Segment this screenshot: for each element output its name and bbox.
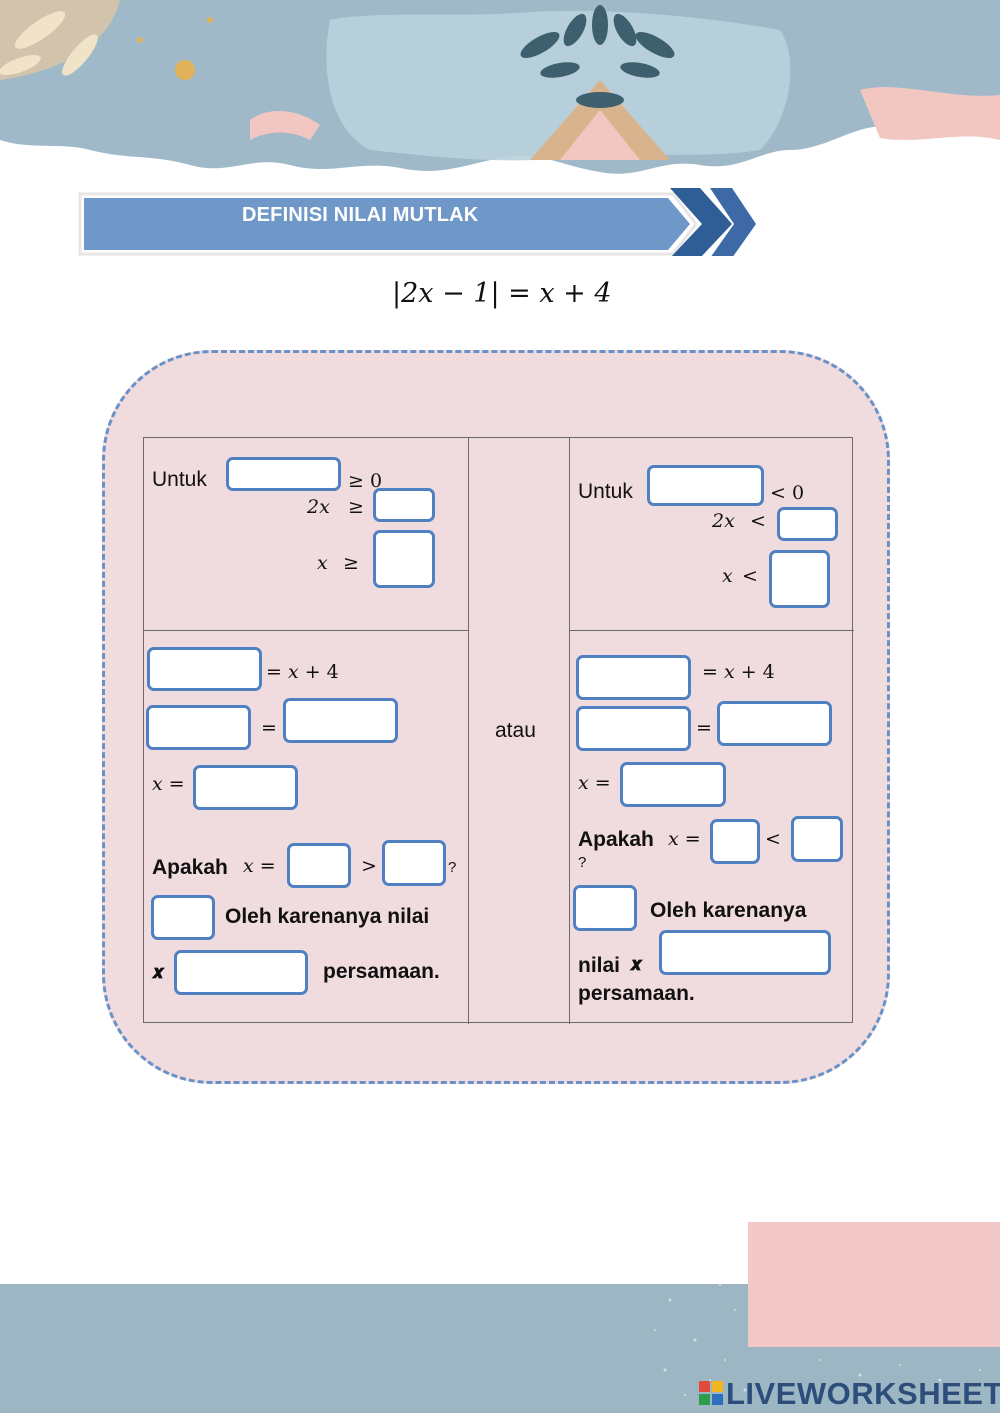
oleh-label-left: Oleh karenanya nilai [225, 905, 430, 928]
ge-sign-left-3: ≥ [343, 552, 359, 574]
untuk-label-left: Untuk [152, 468, 207, 491]
lt-sign-right-2: < [750, 510, 766, 532]
apakah-label-left: Apakah [152, 856, 228, 879]
answer-box-right-x[interactable] [769, 550, 830, 608]
answer-box-right-condition[interactable] [647, 465, 764, 506]
eq1-rhs-right: = 𝑥 + 4 [702, 661, 775, 683]
liveworksheets-brand: LIVEWORKSHEETS [726, 1376, 1000, 1411]
liveworksheets-logo-icon [699, 1381, 723, 1405]
eq2-sign-right: = [696, 717, 712, 739]
main-equation: |2𝑥 − 1| = 𝑥 + 4 [392, 278, 612, 309]
answer-box-left-check-x[interactable] [287, 843, 351, 888]
lt-zero-right: < 0 [770, 482, 805, 504]
answer-box-left-condition[interactable] [226, 457, 341, 491]
section-banner [78, 188, 756, 256]
answer-box-right-eq2-lhs[interactable] [576, 706, 691, 751]
question-mark-right: ? [578, 854, 587, 871]
answer-box-right-yes-no[interactable] [573, 885, 637, 931]
persamaan-label-right: persamaan. [578, 982, 695, 1005]
table-divider [144, 630, 469, 631]
persamaan-label-left: persamaan. [323, 960, 440, 983]
answer-box-left-x[interactable] [373, 530, 435, 588]
lt-sign-right: < [765, 828, 781, 850]
apakah-label-right: Apakah [578, 828, 654, 851]
answer-box-right-check-bound[interactable] [791, 816, 843, 862]
table-divider [569, 438, 570, 1024]
table-divider [468, 438, 469, 1024]
lhs-x-left: 𝑥 [317, 552, 328, 574]
answer-box-left-eq2-rhs[interactable] [283, 698, 398, 743]
lt-sign-right-3: < [742, 565, 758, 587]
oleh-label-right: Oleh karenanya [650, 899, 807, 922]
x-var-left: 𝒙 [152, 961, 165, 983]
answer-box-left-yes-no[interactable] [151, 895, 215, 940]
nilai-label-right: nilai [578, 954, 621, 977]
answer-box-left-check-bound[interactable] [382, 840, 446, 886]
question-mark-left: ? [448, 859, 457, 876]
eq1-rhs-left: = 𝑥 + 4 [266, 661, 339, 683]
answer-box-right-x-value[interactable] [620, 762, 726, 807]
banner-title: DEFINISI NILAI MUTLAK [242, 204, 479, 226]
x-var-right: 𝒙 [630, 953, 643, 975]
lhs-2x-right: 2𝑥 [712, 510, 735, 532]
answer-box-right-eq2-rhs[interactable] [717, 701, 832, 746]
atau-label: atau [495, 719, 536, 742]
footer-decoration [748, 1222, 1000, 1347]
answer-box-right-eq1-lhs[interactable] [576, 655, 691, 700]
answer-box-left-eq2-lhs[interactable] [146, 705, 251, 750]
ge-sign-left-2: ≥ [348, 496, 364, 518]
answer-box-left-x-value[interactable] [193, 765, 298, 810]
x-eq-right: 𝑥 = [578, 772, 611, 794]
worksheet-table [143, 437, 854, 1024]
answer-box-right-conclusion[interactable] [659, 930, 831, 975]
lhs-x-right: 𝑥 [722, 565, 733, 587]
answer-box-right-2x[interactable] [777, 507, 838, 541]
footer-texture [654, 1253, 981, 1396]
untuk-label-right: Untuk [578, 480, 633, 503]
apakah-x-left: 𝑥 = [243, 855, 276, 877]
gt-sign-left: > [361, 855, 377, 877]
x-eq-left: 𝑥 = [152, 773, 185, 795]
header-decoration [0, 0, 1000, 180]
eq2-sign-left: = [261, 717, 277, 739]
answer-box-left-eq1-lhs[interactable] [147, 647, 262, 691]
answer-box-left-conclusion[interactable] [174, 950, 308, 995]
answer-box-right-check-x[interactable] [710, 819, 760, 864]
table-divider [569, 630, 854, 631]
lhs-2x-left: 2𝑥 [307, 496, 330, 518]
ge-zero-left: ≥ 0 [348, 470, 383, 492]
answer-box-left-2x[interactable] [373, 488, 435, 522]
apakah-x-right: 𝑥 = [668, 828, 701, 850]
